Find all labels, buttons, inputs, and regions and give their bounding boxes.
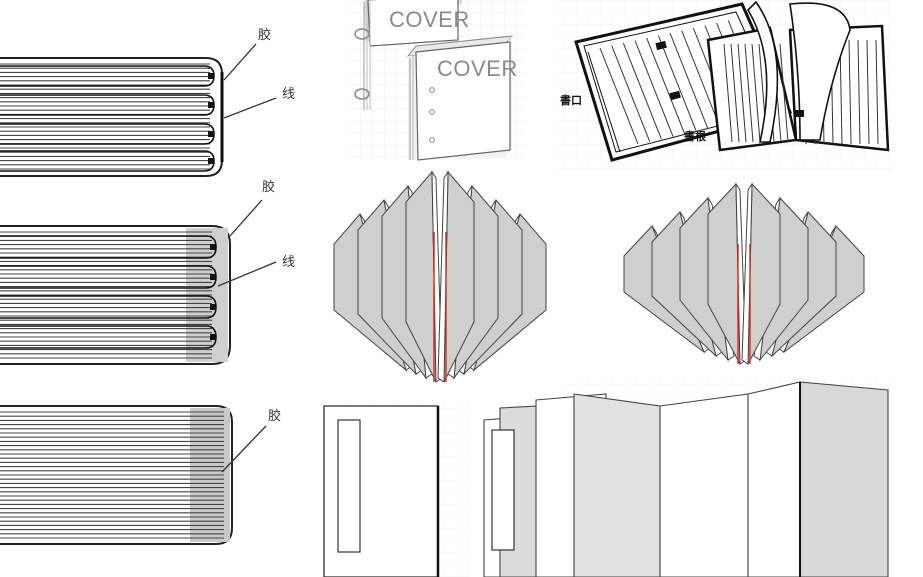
thread-label: 线 [282,87,295,102]
folded-signatures-right [623,182,865,365]
thread-knot [208,73,214,79]
text-column [622,42,662,140]
thread-knot [210,274,216,280]
notebook-front: COVER [406,35,518,161]
text-column [875,39,879,145]
text-column [599,47,639,145]
glue-leader-line [229,199,263,237]
thread-knot [208,102,214,108]
page-lines [0,411,224,539]
glue-label: 胶 [262,179,275,195]
glue-leader-line [221,425,267,473]
concertina-panel [799,381,889,577]
text-column [751,43,761,143]
concertina-panel [747,381,801,577]
text-column [723,43,733,143]
ring-bound-notebooks: COVER COVER [350,0,525,161]
text-column [744,43,754,143]
glue-label: 胶 [268,408,281,424]
right-open-book [706,0,890,152]
folded-signatures-left [333,170,547,383]
glue-label: 胶 [258,27,271,43]
concertina-panel [573,393,661,577]
text-column [779,43,789,143]
text-column [646,37,686,135]
title-label-slip [337,419,361,553]
text-column [669,32,709,130]
concertina-panel [659,393,749,577]
thread-loops [0,235,217,349]
thread-knot [210,334,216,340]
page-lines [0,231,212,359]
thread-leader-line [217,261,277,287]
thread-leader-line [223,97,277,119]
concertina-folded-book [483,376,892,577]
thread-loops [0,65,215,172]
text-column [737,43,747,143]
closed-book-front [322,400,470,577]
turning-page [746,0,779,143]
glue-leader-line [223,43,257,81]
thread-knot [208,131,214,137]
cover-text-front: COVER [437,56,518,81]
thread-knot [210,244,216,250]
concertina-panels [483,381,889,577]
text-column [857,39,861,145]
notebook-back: COVER [354,0,470,110]
turning-page [789,2,851,141]
thread-label: 线 [282,255,295,270]
text-column [866,39,870,145]
sewn-glued-spine-section: 胶 线 [0,27,295,177]
title-label-slip [491,429,515,551]
fore-edge-label: 書口 [560,93,582,107]
spine-root-label: 書根 [684,129,707,143]
thread-knot [210,304,216,310]
traditional-thread-bound-books: 書口 書根 [556,0,892,172]
text-column [681,30,721,127]
cover-text-back: COVER [389,7,470,32]
thread-knot [208,158,214,164]
text-column [730,43,740,143]
text-column [611,45,651,142]
sewn-glued-spine-section-2: 胶 线 [0,179,295,365]
text-column [657,35,697,132]
perfect-bound-spine-section: 胶 [0,405,281,545]
text-column [848,39,852,145]
text-column [634,40,674,137]
